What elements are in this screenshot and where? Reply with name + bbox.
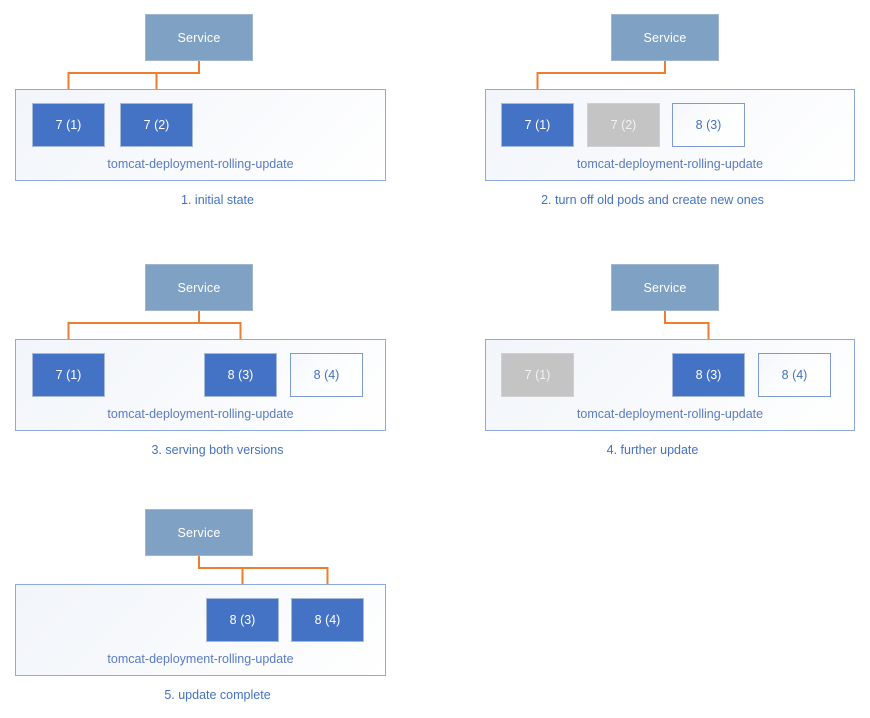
pod-box: 8 (4) bbox=[290, 353, 363, 397]
pod-box: 8 (4) bbox=[758, 353, 831, 397]
pod-label: 7 (2) bbox=[143, 118, 170, 132]
panel-further-update: Service tomcat-deployment-rolling-update… bbox=[435, 250, 870, 490]
service-label: Service bbox=[643, 280, 687, 295]
panel-update-complete: Service tomcat-deployment-rolling-update… bbox=[0, 495, 435, 718]
pod-box: 7 (1) bbox=[32, 103, 105, 147]
pod-box: 7 (1) bbox=[32, 353, 105, 397]
service-box: Service bbox=[611, 14, 719, 61]
deployment-name-label: tomcat-deployment-rolling-update bbox=[107, 652, 294, 666]
panel-caption: 5. update complete bbox=[164, 688, 271, 702]
deployment-name-label: tomcat-deployment-rolling-update bbox=[107, 407, 294, 421]
service-label: Service bbox=[177, 280, 221, 295]
panel-initial-state: Service tomcat-deployment-rolling-update… bbox=[0, 0, 435, 240]
pod-label: 8 (4) bbox=[313, 368, 340, 382]
pod-box: 8 (4) bbox=[291, 598, 364, 642]
deployment-name-label: tomcat-deployment-rolling-update bbox=[576, 407, 764, 421]
panel-caption: 4. further update bbox=[606, 443, 699, 457]
pod-label: 8 (3) bbox=[695, 368, 722, 382]
service-box: Service bbox=[145, 264, 253, 311]
pod-box: 7 (1) bbox=[501, 103, 574, 147]
pod-box: 7 (1) bbox=[501, 353, 574, 397]
pod-label: 8 (4) bbox=[781, 368, 808, 382]
service-box: Service bbox=[145, 509, 253, 556]
panel-serving-both-versions: Service tomcat-deployment-rolling-update… bbox=[0, 250, 435, 490]
pod-label: 7 (1) bbox=[55, 368, 82, 382]
panel-caption: 1. initial state bbox=[181, 193, 254, 207]
pod-label: 7 (1) bbox=[524, 368, 551, 382]
pod-box: 8 (3) bbox=[206, 598, 279, 642]
pod-label: 7 (1) bbox=[524, 118, 551, 132]
service-label: Service bbox=[177, 525, 221, 540]
pod-label: 8 (3) bbox=[695, 118, 722, 132]
pod-label: 8 (4) bbox=[314, 613, 341, 627]
panel-turn-off-old-pods: Service tomcat-deployment-rolling-update… bbox=[435, 0, 870, 240]
service-label: Service bbox=[177, 30, 221, 45]
service-box: Service bbox=[145, 14, 253, 61]
panel-caption: 2. turn off old pods and create new ones bbox=[541, 193, 764, 207]
pod-box: 8 (3) bbox=[672, 353, 745, 397]
pod-label: 7 (2) bbox=[610, 118, 637, 132]
deployment-name-label: tomcat-deployment-rolling-update bbox=[107, 157, 294, 171]
pod-label: 8 (3) bbox=[227, 368, 254, 382]
service-box: Service bbox=[611, 264, 719, 311]
panel-caption: 3. serving both versions bbox=[151, 443, 284, 457]
pod-label: 7 (1) bbox=[55, 118, 82, 132]
pod-box: 7 (2) bbox=[120, 103, 193, 147]
pod-label: 8 (3) bbox=[229, 613, 256, 627]
deployment-name-label: tomcat-deployment-rolling-update bbox=[576, 157, 764, 171]
pod-box: 8 (3) bbox=[204, 353, 277, 397]
service-label: Service bbox=[643, 30, 687, 45]
pod-box: 8 (3) bbox=[672, 103, 745, 147]
pod-box: 7 (2) bbox=[587, 103, 660, 147]
